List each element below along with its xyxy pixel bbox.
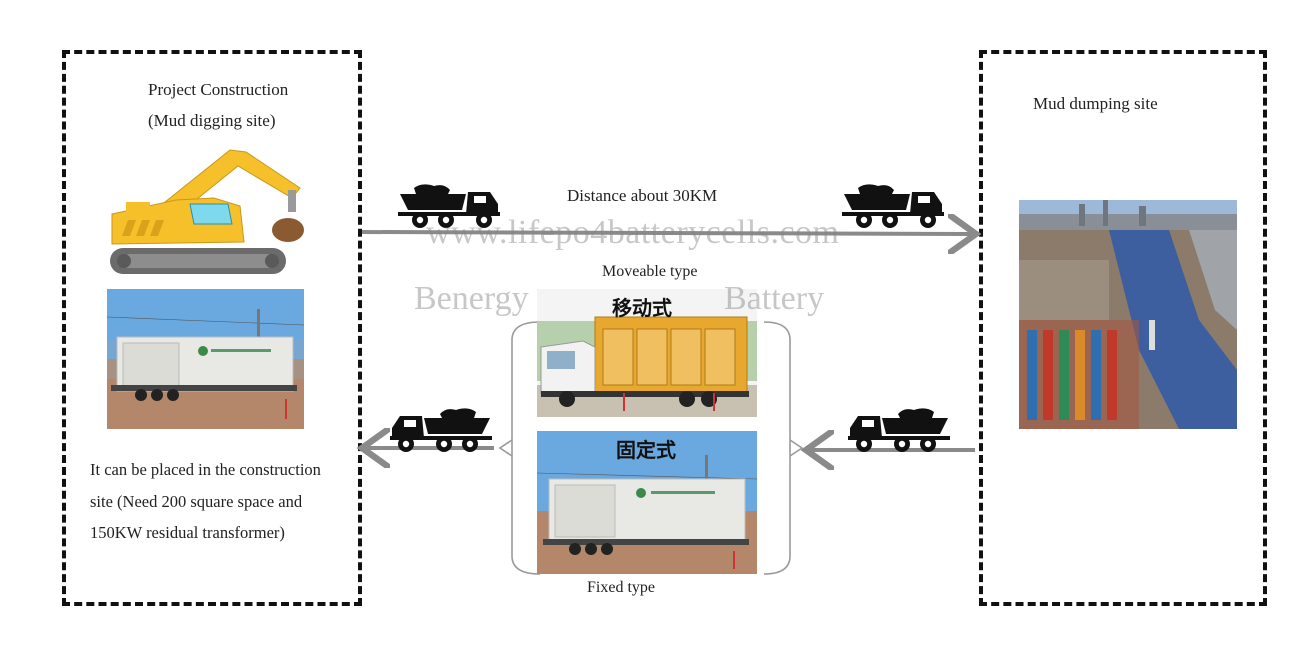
placement-note: It can be placed in the construction sit… bbox=[90, 460, 321, 542]
construction-site-box bbox=[62, 50, 362, 606]
watermark-brand-right: Battery bbox=[724, 280, 825, 317]
container-trailer-photo bbox=[107, 289, 304, 429]
moveable-type-label: Moveable type bbox=[602, 263, 698, 280]
fixed-type-cn-caption: 固定式 bbox=[616, 438, 676, 462]
construction-site-title: Project Construction bbox=[148, 80, 289, 99]
distance-label: Distance about 30KM bbox=[567, 186, 718, 205]
right-bracket bbox=[763, 321, 791, 575]
port-aerial-photo bbox=[1019, 200, 1237, 429]
dumping-site-box bbox=[979, 50, 1267, 606]
fixed-type-label: Fixed type bbox=[587, 579, 655, 596]
moveable-type-cn-caption: 移动式 bbox=[612, 296, 672, 320]
watermark-url: www.lifepo4batterycells.com bbox=[426, 214, 840, 251]
fixed-storage-container-photo bbox=[537, 431, 757, 574]
left-bracket bbox=[511, 321, 541, 575]
outbound-arrow bbox=[361, 232, 972, 234]
dumping-site-title: Mud dumping site bbox=[1033, 94, 1158, 113]
mobile-storage-truck-photo bbox=[537, 289, 757, 417]
watermark-brand-left: Benergy bbox=[414, 280, 529, 317]
construction-site-subtitle: (Mud digging site) bbox=[148, 111, 276, 130]
